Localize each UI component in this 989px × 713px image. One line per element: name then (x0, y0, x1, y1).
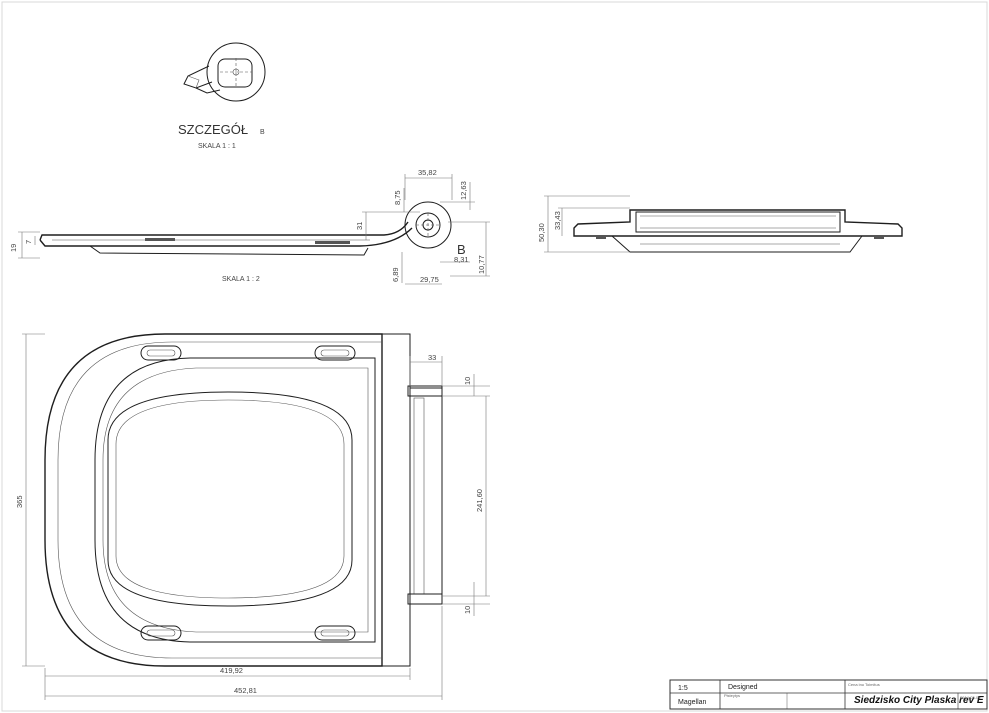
dim-365: 365 (15, 495, 24, 508)
side-view (39, 201, 452, 256)
dim-419-92: 419,92 (220, 666, 243, 675)
top-view (22, 333, 490, 700)
title-block: Cena inu Toimitus Pisteytys (669, 679, 988, 710)
dim-452-81: 452,81 (234, 686, 257, 695)
dim-33: 33 (428, 353, 436, 362)
dim-8-31: 8,31 (454, 255, 469, 264)
dim-35-82: 35,82 (418, 168, 437, 177)
dim-8-75: 8,75 (393, 190, 402, 205)
dim-6-89: 6,89 (391, 267, 400, 282)
dim-10-top: 10 (463, 377, 472, 385)
dim-7: 7 (24, 240, 33, 244)
front-view (544, 195, 903, 253)
side-view-scale: SKALA 1 : 2 (222, 276, 260, 283)
detail-letter: B (260, 129, 265, 136)
dim-33-43: 33,43 (553, 211, 562, 230)
svg-text:Cena inu Toimitus: Cena inu Toimitus (848, 682, 880, 687)
detail-marker-b: B (457, 242, 466, 257)
svg-text:Pisteytys: Pisteytys (724, 693, 740, 698)
title-block-designed: Designed (728, 684, 758, 691)
dim-241-60: 241,60 (475, 489, 484, 512)
dim-12-63: 12,63 (459, 181, 468, 200)
detail-title: SZCZEGÓŁ (178, 122, 248, 137)
dim-50-30: 50,30 (537, 223, 546, 242)
detail-scale: SKALA 1 : 1 (198, 143, 236, 150)
dim-31: 31 (355, 222, 364, 230)
side-view-dimensions (18, 174, 490, 285)
dim-29-75: 29,75 (420, 275, 439, 284)
dim-10-bottom: 10 (463, 606, 472, 614)
title-block-scale: 1:5 (678, 685, 688, 692)
title-block-company: Magellan (678, 699, 707, 706)
dim-19: 19 (9, 244, 18, 252)
detail-b-view (183, 42, 266, 102)
title-block-date: 2014-05-09 (960, 695, 981, 700)
dim-10-77: 10,77 (477, 255, 486, 274)
title-block-part-name: Siedzisko City Plaska rev E (854, 695, 984, 706)
